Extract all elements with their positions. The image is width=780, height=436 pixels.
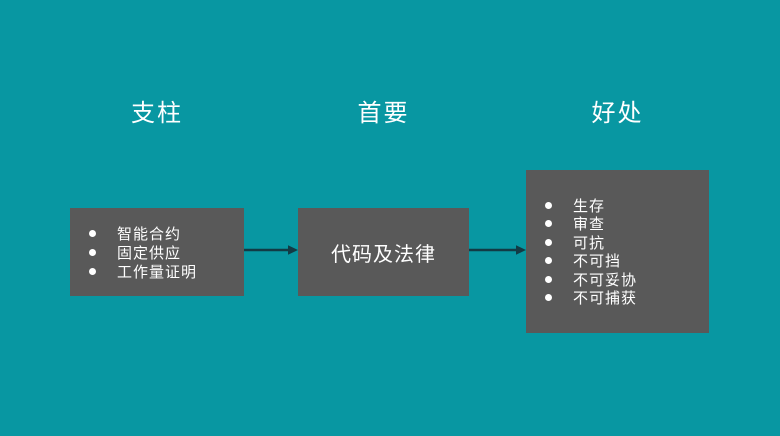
list-item-label: 可抗 — [573, 234, 606, 252]
connector-arrow-right — [469, 245, 526, 255]
primary-box-label: 代码及法律 — [331, 243, 436, 266]
column-header-pillars: 支柱 — [131, 100, 183, 127]
bullet-icon — [545, 257, 552, 265]
list-item-label: 不可挡 — [573, 253, 622, 271]
list-item: 工作量证明 — [70, 262, 244, 281]
list-item-label: 审查 — [573, 216, 606, 234]
bullet-icon — [89, 248, 96, 256]
bullet-icon — [545, 220, 552, 228]
bullet-icon — [545, 294, 552, 302]
list-item: 固定供应 — [70, 243, 244, 262]
list-item: 不可妥协 — [526, 270, 709, 289]
bullet-icon — [545, 201, 552, 209]
list-item-label: 智能合约 — [117, 225, 182, 243]
list-item-label: 固定供应 — [117, 244, 182, 262]
list-item-label: 不可捕获 — [573, 290, 638, 308]
list-item: 智能合约 — [70, 224, 244, 243]
primary-box: 代码及法律 — [298, 208, 469, 296]
benefits-list: 生存 审查 可抗 不可挡 不可妥协 不可捕获 — [526, 196, 709, 307]
benefits-box: 生存 审查 可抗 不可挡 不可妥协 不可捕获 — [526, 170, 709, 333]
list-item: 审查 — [526, 215, 709, 234]
list-item: 生存 — [526, 196, 709, 215]
column-header-benefits: 好处 — [591, 100, 644, 127]
list-item: 不可挡 — [526, 252, 709, 271]
pillars-list: 智能合约 固定供应 工作量证明 — [70, 224, 244, 281]
bullet-icon — [89, 229, 96, 237]
list-item: 可抗 — [526, 233, 709, 252]
list-item-label: 生存 — [573, 197, 606, 215]
pillars-box: 智能合约 固定供应 工作量证明 — [70, 208, 244, 296]
list-item: 不可捕获 — [526, 289, 709, 308]
column-header-primary: 首要 — [357, 100, 410, 127]
list-item-label: 工作量证明 — [117, 263, 198, 281]
list-item-label: 不可妥协 — [573, 271, 638, 289]
bullet-icon — [545, 275, 552, 283]
bullet-icon — [89, 267, 96, 275]
bullet-icon — [545, 238, 552, 246]
connector-arrow-left — [244, 245, 298, 255]
